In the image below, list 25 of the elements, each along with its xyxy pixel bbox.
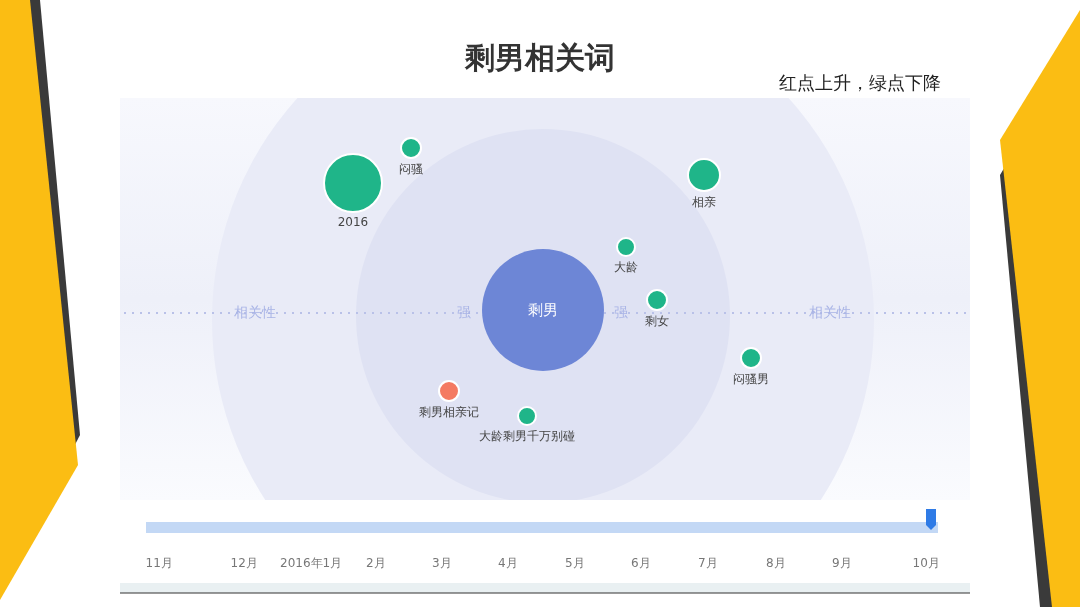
month-label: 2016年1月 xyxy=(280,554,343,572)
axis-label: 相关性 xyxy=(809,304,851,322)
month-label: 12月 xyxy=(230,554,258,572)
keyword-label: 闷骚 xyxy=(399,161,423,178)
keyword-label: 剩男 xyxy=(528,300,558,320)
month-label: 5月 xyxy=(565,554,585,572)
keyword-label: 大龄剩男千万别碰 xyxy=(479,428,575,445)
title: 剩男相关词 xyxy=(464,39,616,77)
keyword-label: 相亲 xyxy=(692,194,716,211)
month-label: 3月 xyxy=(432,554,452,572)
keyword-label: 剩男相亲记 xyxy=(419,404,479,421)
keyword-label: 大龄 xyxy=(614,259,638,276)
month-label: 7月 xyxy=(698,554,718,572)
month-label: 9月 xyxy=(832,554,852,572)
month-label: 10月 xyxy=(912,554,940,572)
month-label: 4月 xyxy=(498,554,518,572)
keyword-label: 2016 xyxy=(337,215,369,229)
keyword-label: 剩女 xyxy=(645,313,669,330)
month-label: 11月 xyxy=(145,554,173,572)
month-label: 2月 xyxy=(366,554,386,572)
month-label: 6月 xyxy=(631,554,651,572)
axis-label: 相关性 xyxy=(234,304,276,322)
keyword-label: 闷骚男 xyxy=(733,371,769,388)
legend-note: 红点上升，绿点下降 xyxy=(779,71,941,95)
month-label: 8月 xyxy=(766,554,786,572)
